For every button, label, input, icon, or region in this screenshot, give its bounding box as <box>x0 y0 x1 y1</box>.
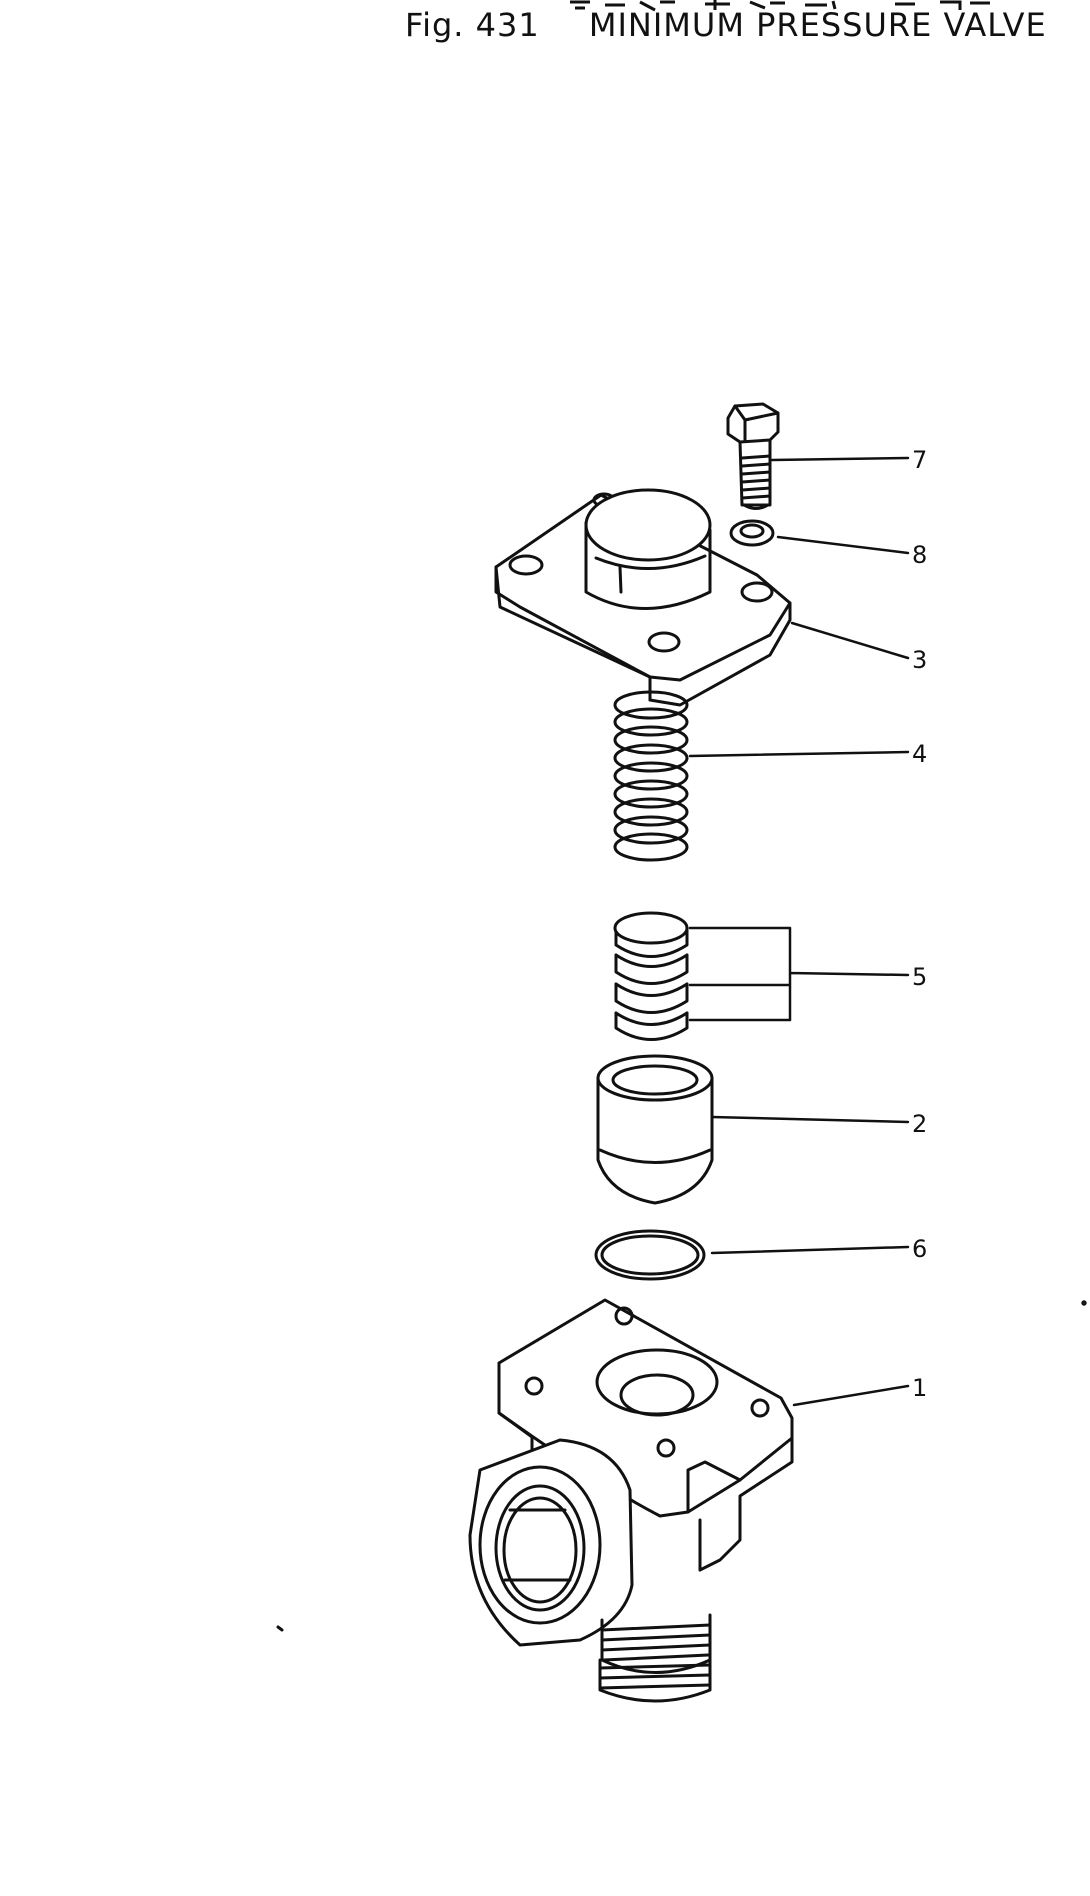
part-7-bolt <box>726 402 780 510</box>
callout-5: 5 <box>912 963 927 991</box>
callout-4: 4 <box>912 740 927 768</box>
stray-mark <box>276 1625 284 1632</box>
cropped-katakana-title <box>570 0 990 12</box>
callout-7: 7 <box>912 446 927 474</box>
callout-6: 6 <box>912 1235 927 1263</box>
stray-dot <box>1081 1300 1087 1306</box>
part-3-cover <box>494 488 792 707</box>
part-4-spring <box>613 690 689 862</box>
callout-1: 1 <box>912 1374 927 1402</box>
part-1-body <box>468 1298 794 1703</box>
part-8-washer <box>729 519 775 547</box>
part-2-valve <box>596 1054 714 1205</box>
part-5-shims <box>613 911 689 1041</box>
callout-2: 2 <box>912 1110 927 1138</box>
figure-title: MINIMUM PRESSURE VALVE <box>588 6 1047 44</box>
part-6-oring <box>594 1229 706 1281</box>
callout-8: 8 <box>912 541 927 569</box>
figure-header: Fig. 431 MINIMUM PRESSURE VALVE <box>405 6 1047 44</box>
callout-labels: 7 8 3 4 5 2 6 1 <box>912 446 927 1402</box>
leader-lines <box>688 456 910 1407</box>
callout-3: 3 <box>912 646 927 674</box>
figure-number: Fig. 431 <box>405 6 540 44</box>
